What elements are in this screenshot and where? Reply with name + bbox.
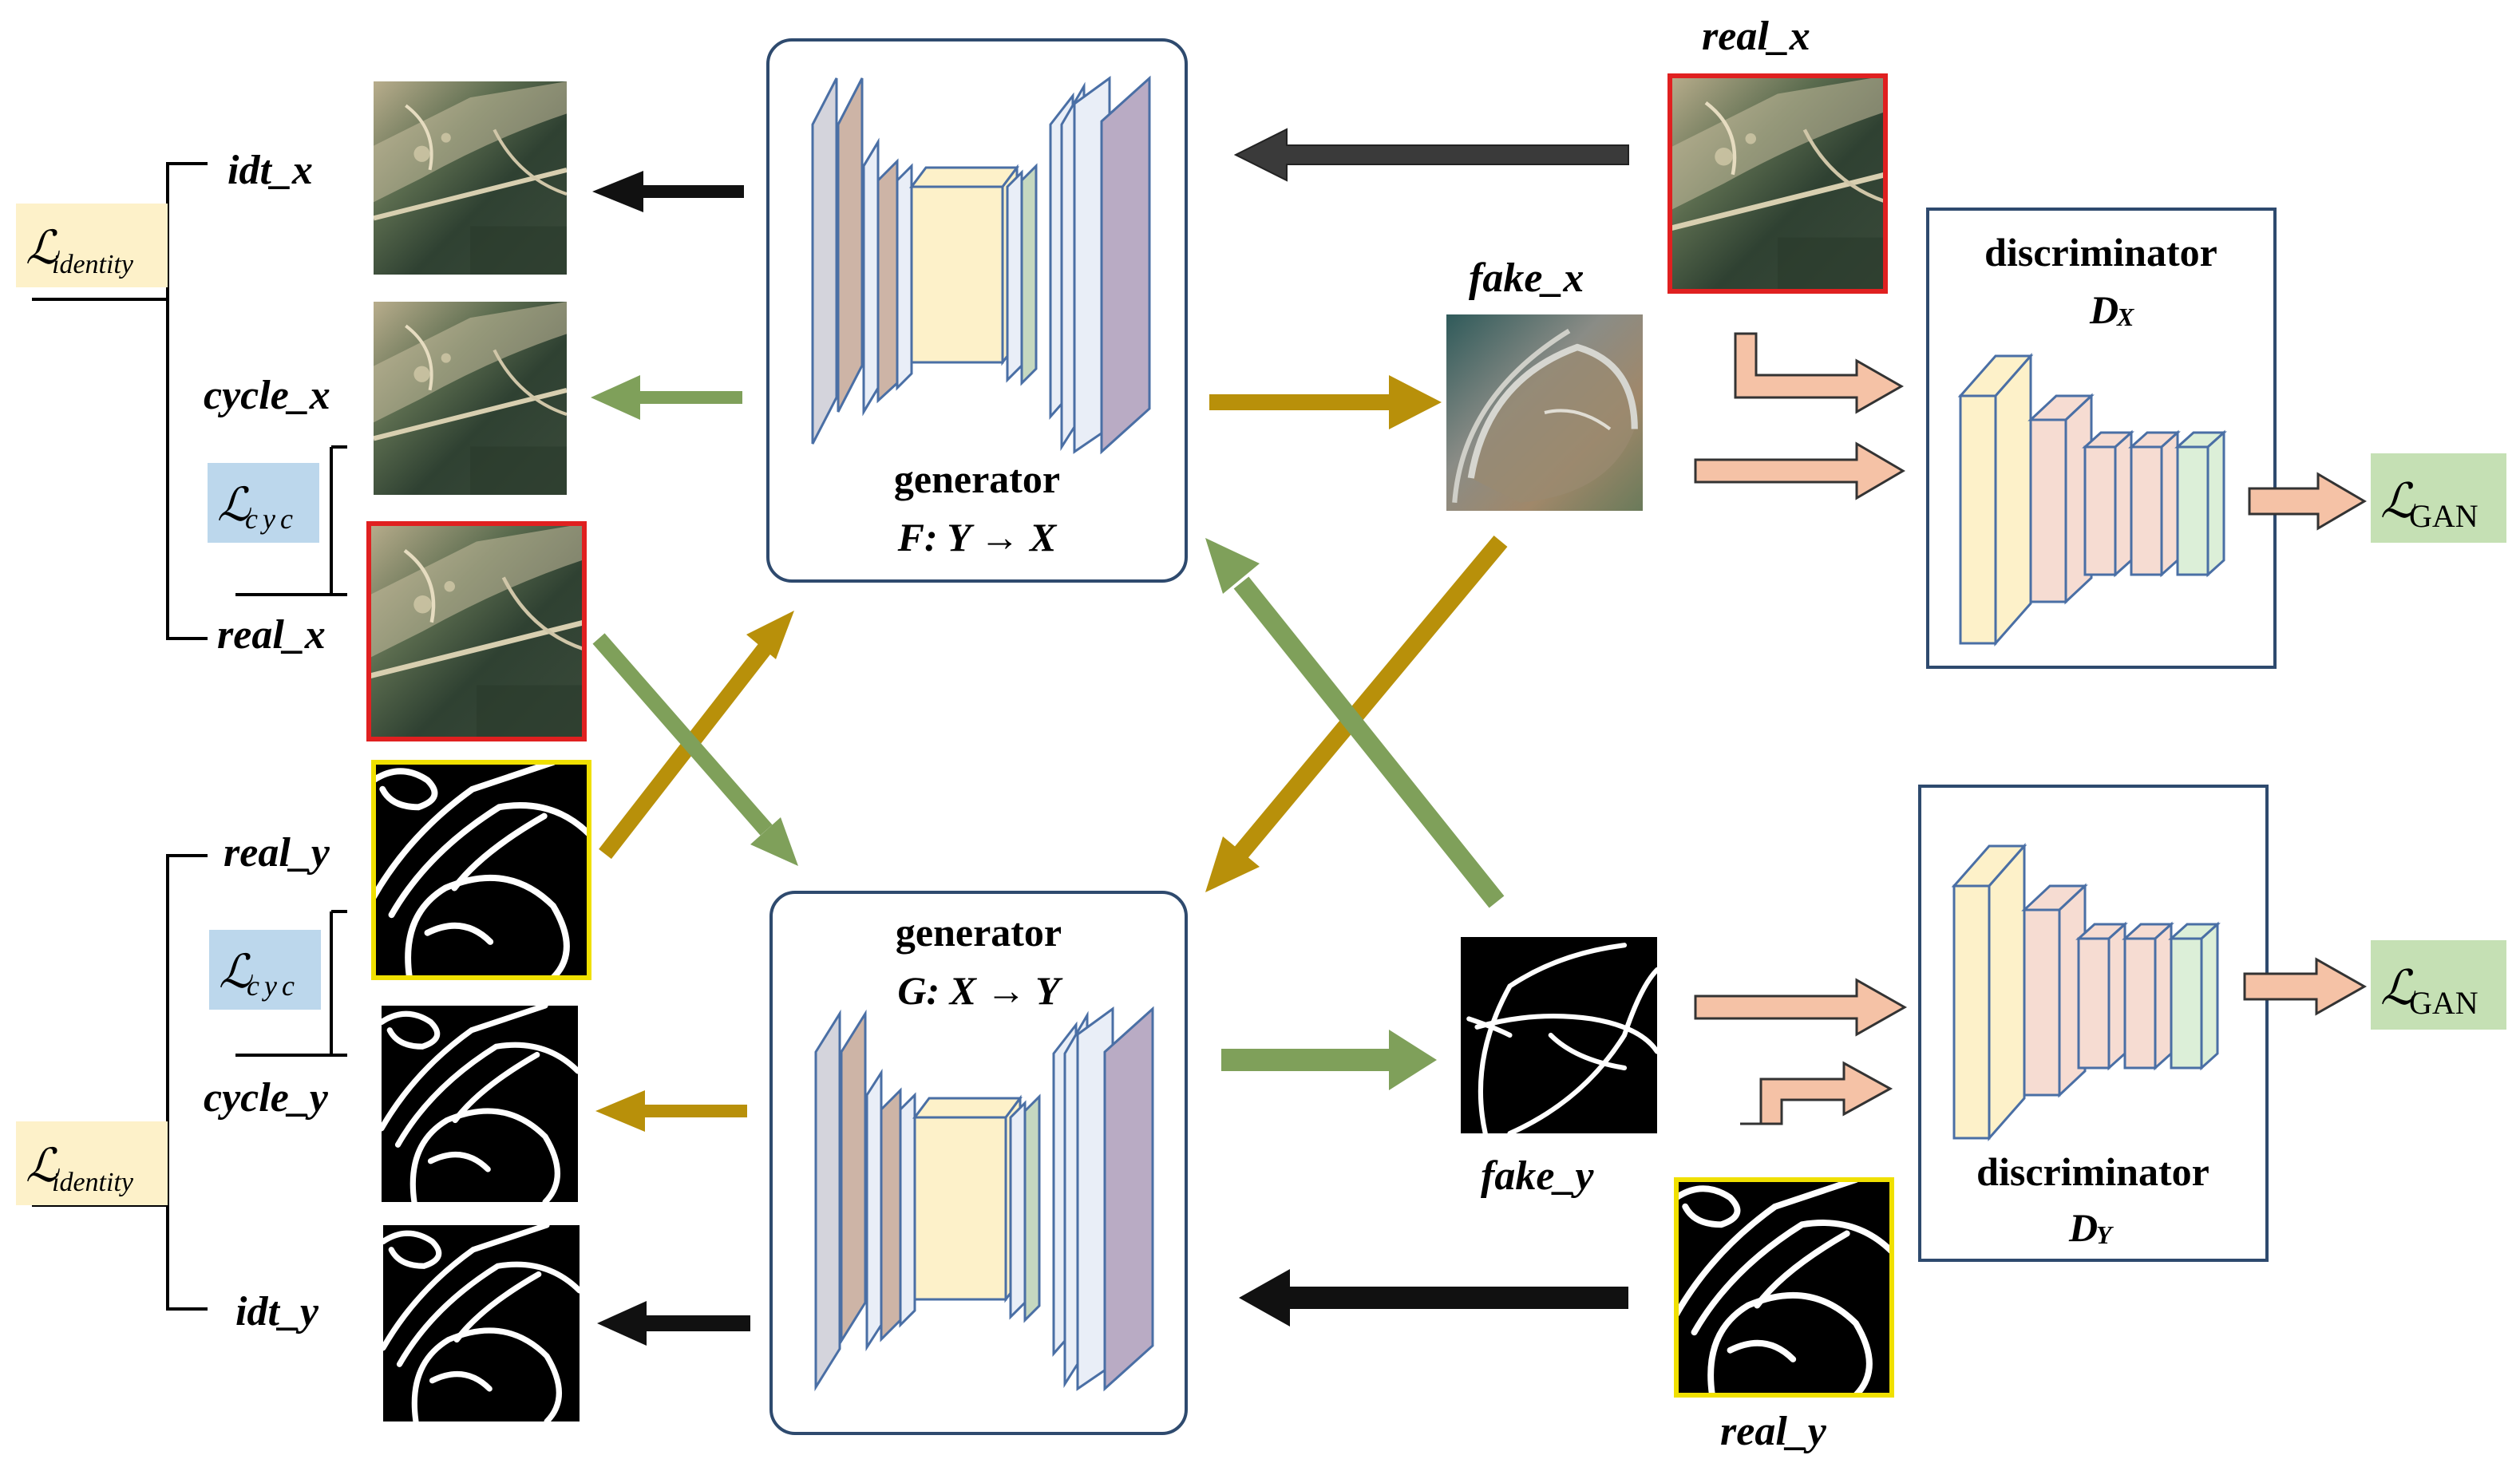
- arrow-fake-x-to-generator-g: [1205, 535, 1508, 892]
- generator-top: generator F: Y → X: [766, 38, 1188, 583]
- label-real-y-right: real_y: [1720, 1409, 1827, 1454]
- arrow-generator-g-to-fake-y: [1221, 1030, 1437, 1090]
- svg-text:D: D: [2068, 1205, 2098, 1250]
- image-cycle-y: [382, 1006, 578, 1202]
- image-cycle-x: [374, 302, 567, 495]
- image-fake-y: [1461, 937, 1657, 1133]
- arrow-real-x-to-discriminator-x: [1734, 332, 1905, 414]
- loss-cyc-top: ℒ cyc: [208, 463, 319, 543]
- svg-text:Y: Y: [2096, 1220, 2114, 1249]
- svg-text:discriminator: discriminator: [1976, 1149, 2209, 1194]
- label-cycle-x: cycle_x: [204, 373, 330, 418]
- generator-bottom: generator G: X → Y: [769, 891, 1188, 1435]
- label-real-x-right: real_x: [1702, 14, 1810, 59]
- svg-text:GAN: GAN: [2409, 498, 2478, 534]
- svg-text:cyc: cyc: [245, 503, 298, 535]
- image-real-x-right: [1667, 73, 1888, 294]
- arrow-fake-y-to-generator-f: [1205, 538, 1505, 908]
- svg-text:generator: generator: [894, 457, 1060, 501]
- arrow-fake-y-to-discriminator-y: [1694, 978, 1908, 1037]
- image-real-y-left: [371, 760, 591, 980]
- svg-text:X: X: [2116, 302, 2134, 331]
- svg-text:identity: identity: [52, 250, 134, 279]
- arrow-real-y-to-generator-g: [1239, 1269, 1628, 1327]
- svg-text:generator: generator: [896, 910, 1062, 955]
- image-idt-y: [383, 1225, 580, 1421]
- arrow-to-cycle-x: [591, 375, 742, 420]
- label-cycle-y: cycle_y: [204, 1075, 329, 1121]
- svg-text:F: Y → X: F: Y → X: [897, 515, 1058, 559]
- loss-identity-bottom: ℒ identity: [16, 1121, 168, 1205]
- loss-cyc-bottom: ℒ cyc: [209, 930, 321, 1010]
- loss-gan-bottom: ℒ GAN: [2371, 940, 2506, 1030]
- label-fake-x: fake_x: [1469, 255, 1584, 301]
- svg-text:cyc: cyc: [247, 970, 299, 1002]
- svg-text:ℒ: ℒ: [26, 222, 60, 274]
- svg-text:ℒ: ℒ: [26, 1140, 60, 1192]
- loss-identity-top: ℒ identity: [16, 204, 168, 287]
- label-real-x-left: real_x: [217, 612, 326, 658]
- image-fake-x: [1446, 314, 1643, 511]
- svg-text:GAN: GAN: [2409, 985, 2478, 1021]
- image-real-x-left: [366, 521, 587, 741]
- arrow-discriminator-y-to-gan: [2243, 957, 2368, 1016]
- svg-text:ℒ: ℒ: [2380, 962, 2416, 1014]
- arrow-real-y-to-discriminator-y: [1740, 1061, 1893, 1125]
- arrow-real-y-to-generator-f: [599, 611, 794, 860]
- svg-text:ℒ: ℒ: [2380, 475, 2416, 528]
- arrow-to-cycle-y: [595, 1090, 747, 1132]
- label-idt-x: idt_x: [227, 148, 313, 193]
- svg-text:identity: identity: [52, 1168, 134, 1197]
- label-idt-y: idt_y: [235, 1289, 319, 1334]
- svg-text:D: D: [2089, 287, 2118, 332]
- svg-text:G: X → Y: G: X → Y: [897, 968, 1063, 1013]
- svg-text:discriminator: discriminator: [1984, 230, 2217, 275]
- arrow-fake-x-to-discriminator-x: [1694, 441, 1905, 500]
- arrow-real-x-to-generator-g: [592, 633, 798, 866]
- arrow-real-x-to-generator-f: [1233, 128, 1629, 182]
- discriminator-bottom: discriminator D Y: [1918, 785, 2269, 1262]
- arrow-generator-f-to-fake-x: [1209, 375, 1442, 429]
- label-fake-y: fake_y: [1481, 1153, 1594, 1199]
- discriminator-top: discriminator D X: [1926, 208, 2277, 669]
- svg-text:ℒ: ℒ: [217, 479, 251, 531]
- arrow-to-idt-y: [597, 1301, 750, 1346]
- arrow-to-idt-x: [592, 171, 744, 212]
- arrow-discriminator-x-to-gan: [2248, 472, 2367, 531]
- image-idt-x: [374, 81, 567, 275]
- svg-text:ℒ: ℒ: [219, 946, 253, 998]
- label-real-y-left: real_y: [224, 830, 330, 876]
- loss-gan-top: ℒ GAN: [2371, 453, 2506, 543]
- image-real-y-right: [1674, 1177, 1894, 1398]
